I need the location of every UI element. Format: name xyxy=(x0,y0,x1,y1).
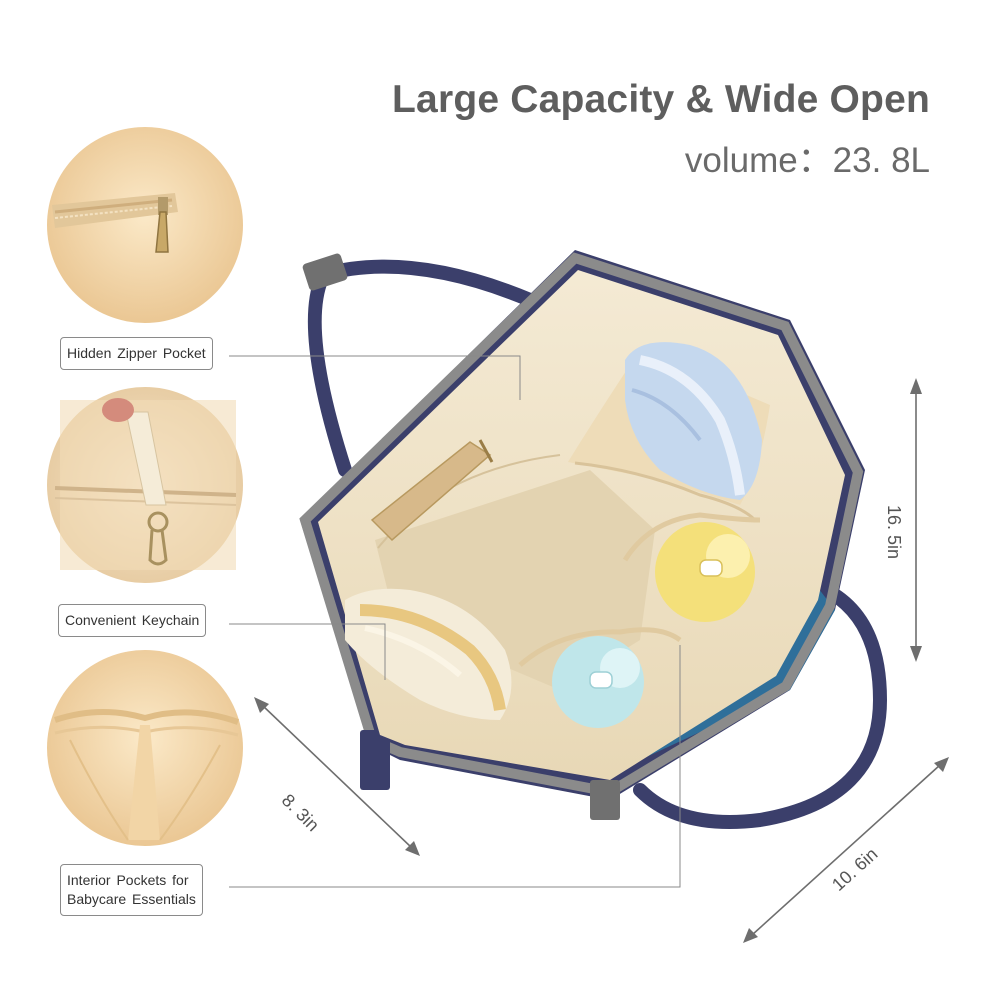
callout-text: Convenient Keychain xyxy=(65,612,200,628)
dimension-height-label: 16. 5in xyxy=(884,505,904,560)
callout-leader-lines xyxy=(229,355,681,888)
callout-convenient-keychain: Convenient Keychain xyxy=(58,604,207,637)
headline-title: Large Capacity & Wide Open xyxy=(392,78,930,121)
volume-label: volume：23. 8L xyxy=(684,141,930,180)
callout-text-line-2: Babycare Essentials xyxy=(67,891,196,907)
callout-text: Hidden Zipper Pocket xyxy=(67,345,206,361)
bag-interior xyxy=(318,270,845,780)
zipper-pocket-detail-image xyxy=(47,127,243,323)
interior-pockets-detail-image xyxy=(47,650,243,846)
callout-hidden-zipper-pocket: Hidden Zipper Pocket xyxy=(60,337,213,370)
keychain-detail-image xyxy=(47,387,243,583)
callout-text-line-1: Interior Pockets for xyxy=(67,872,189,888)
bag-handles xyxy=(302,253,888,829)
callout-interior-pockets: Interior Pockets for Babycare Essentials xyxy=(60,864,203,916)
dimension-arrows xyxy=(254,378,949,943)
